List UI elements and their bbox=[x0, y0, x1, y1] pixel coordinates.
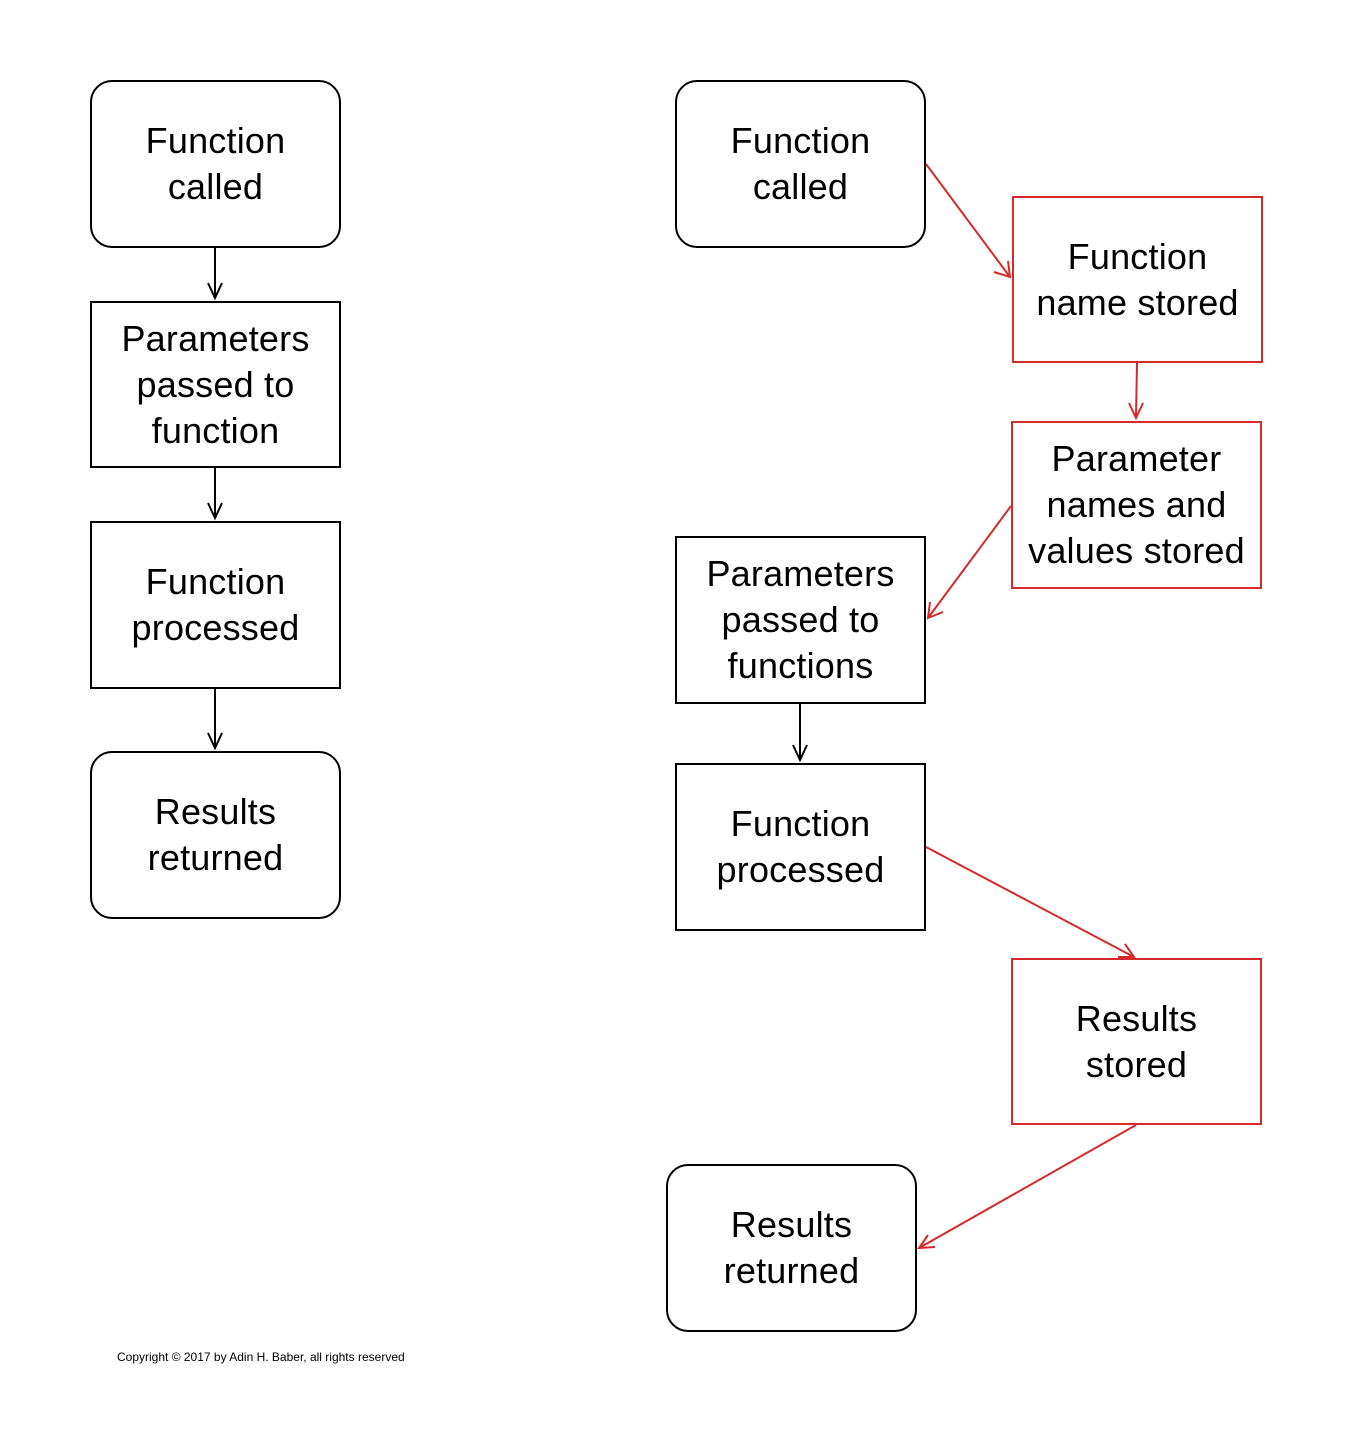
arrow-passed-to-processed bbox=[792, 704, 808, 763]
augmented-step-function-name-stored: Function name stored bbox=[1012, 196, 1263, 363]
arrow-results-stored-to-returned bbox=[917, 1124, 1137, 1250]
step-label: Function called bbox=[730, 120, 871, 207]
original-step-parameters-passed: Parameters passed to function bbox=[90, 301, 341, 468]
step-label: Results returned bbox=[147, 791, 284, 878]
step-label: Function name stored bbox=[1036, 235, 1239, 323]
copyright-notice: Copyright © 2017 by Adin H. Baber, all r… bbox=[117, 1350, 405, 1364]
augmented-step-parameters-passed: Parameters passed to functions bbox=[675, 536, 926, 704]
augmented-flow-arrows bbox=[792, 163, 1144, 1250]
arrow-parameter-stored-to-passed bbox=[926, 505, 1012, 620]
augmented-step-parameter-names-stored: Parameter names and values stored bbox=[1011, 421, 1262, 589]
augmented-step-results-stored: Results stored bbox=[1011, 958, 1262, 1125]
original-step-results-returned: Results returned bbox=[90, 751, 341, 919]
step-label: Function processed bbox=[716, 803, 885, 890]
step-label: Function called bbox=[145, 120, 286, 207]
arrow-parameters-to-processed bbox=[207, 468, 223, 521]
augmented-step-results-returned: Results returned bbox=[666, 1164, 917, 1332]
original-step-function-called: Function called bbox=[90, 80, 341, 248]
step-label: Parameter names and values stored bbox=[1028, 438, 1245, 571]
augmented-step-function-called: Function called bbox=[675, 80, 926, 248]
arrow-processed-to-results-stored bbox=[925, 846, 1136, 958]
arrow-called-to-parameters bbox=[207, 248, 223, 301]
original-flow-arrows bbox=[207, 248, 223, 751]
step-label: Parameters passed to function bbox=[121, 317, 310, 451]
arrow-called-to-name-stored bbox=[925, 163, 1012, 279]
augmented-step-function-processed: Function processed bbox=[675, 763, 926, 931]
step-label: Results returned bbox=[723, 1204, 860, 1291]
step-label: Parameters passed to functions bbox=[706, 553, 895, 686]
original-step-function-processed: Function processed bbox=[90, 521, 341, 689]
arrow-processed-to-returned bbox=[207, 689, 223, 751]
step-label: Results stored bbox=[1075, 997, 1198, 1085]
step-label: Function processed bbox=[131, 561, 300, 648]
arrow-name-stored-to-parameter-stored bbox=[1128, 362, 1144, 421]
